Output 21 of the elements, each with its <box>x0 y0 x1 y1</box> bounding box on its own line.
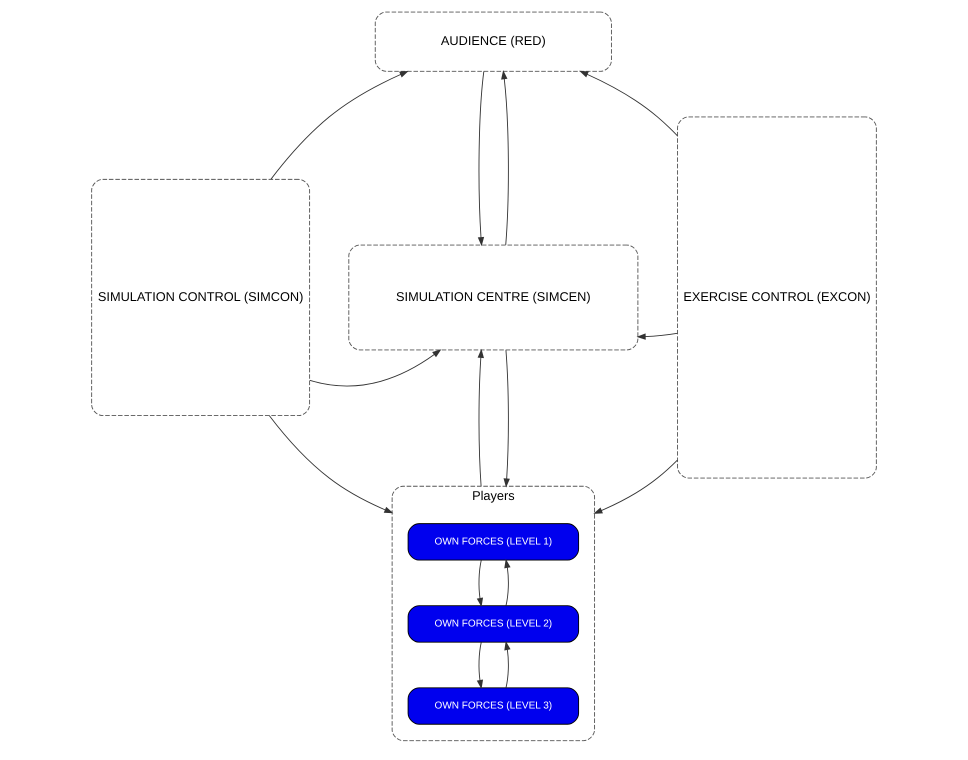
arrow <box>504 558 511 606</box>
node-box: OWN FORCES (LEVEL 2) <box>408 605 580 643</box>
arrow <box>476 642 484 690</box>
arrow <box>309 349 442 386</box>
arrow <box>593 460 678 514</box>
arrow <box>268 415 394 514</box>
arrow <box>270 70 409 180</box>
arrow <box>478 348 484 487</box>
arrow <box>478 71 484 246</box>
node-box: AUDIENCE (RED) <box>374 12 612 72</box>
node-box: OWN FORCES (LEVEL 3) <box>408 687 580 725</box>
arrow <box>476 560 484 607</box>
arrow <box>504 640 511 688</box>
node-box: OWN FORCES (LEVEL 1) <box>408 523 580 561</box>
arrow <box>504 350 510 488</box>
arrow <box>501 70 509 246</box>
node-box: SIMULATION CONTROL (SIMCON) <box>91 178 310 416</box>
node-box: EXERCISE CONTROL (EXCON) <box>677 116 877 478</box>
node-box: SIMULATION CENTRE (SIMCEN) <box>348 244 638 350</box>
arrow <box>636 332 678 340</box>
arrow <box>579 70 678 136</box>
